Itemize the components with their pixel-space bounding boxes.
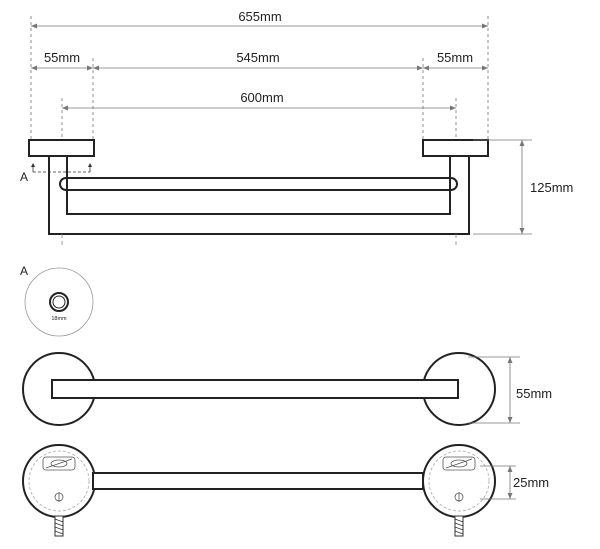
section-cut-marker (31, 163, 92, 173)
bottom-right-rosette (422, 444, 496, 518)
dim-top-depth-label: 55mm (516, 386, 552, 401)
section-marker-label: A (20, 170, 28, 184)
dim-right-bracket-label: 55mm (437, 50, 473, 65)
tube-inner-circle (52, 295, 66, 309)
dimension-bar-span (61, 98, 457, 140)
tube-section-circle (49, 292, 69, 312)
left-mounting-plate-icon (42, 456, 76, 502)
tube-diameter-label: 18mm (51, 316, 67, 322)
dim-height-label: 125mm (530, 180, 573, 195)
dim-total-width-label: 655mm (238, 9, 281, 24)
front-view (28, 139, 489, 235)
right-wall-flange (422, 139, 489, 157)
front-view-hidden-lines (61, 234, 457, 246)
detail-label: A (20, 264, 28, 278)
dimension-top-depth (468, 356, 520, 424)
dimension-segments (31, 58, 488, 140)
dimension-bottom-depth (480, 465, 516, 500)
left-screw-icon (54, 515, 64, 537)
right-screw-icon (454, 515, 464, 537)
bracket-outer-profile (48, 156, 470, 235)
dim-bar-span-label: 600mm (240, 90, 283, 105)
section-detail-a (24, 267, 94, 337)
dimension-total-width (30, 16, 489, 140)
bottom-view (22, 444, 496, 537)
dimension-height (473, 139, 532, 235)
bottom-left-rosette (22, 444, 96, 518)
top-bar-body (51, 379, 459, 399)
towel-bar (59, 177, 458, 191)
dim-bottom-depth-label: 25mm (513, 475, 549, 490)
top-view (22, 352, 496, 426)
bracket-inner-profile (66, 156, 451, 215)
bottom-bar-body (92, 472, 424, 490)
right-mounting-plate-icon (442, 456, 476, 502)
dim-left-bracket-label: 55mm (44, 50, 80, 65)
left-wall-flange (28, 139, 95, 157)
dim-center-span-label: 545mm (236, 50, 279, 65)
section-outer-circle (24, 267, 94, 337)
